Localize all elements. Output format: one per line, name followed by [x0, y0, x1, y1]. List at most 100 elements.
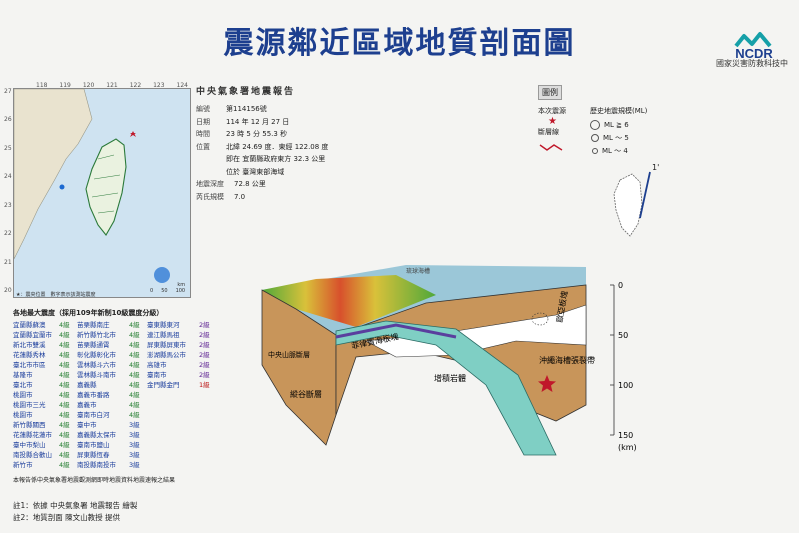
station-intensity: 4級	[129, 411, 140, 419]
station-name: 苗栗縣南庄	[77, 321, 110, 329]
station-intensity: 4級	[59, 371, 70, 379]
station-intensity: 4級	[129, 351, 140, 359]
station-intensity: 4級	[129, 401, 140, 409]
station-name: 花蓮縣秀林	[13, 351, 46, 359]
station-intensity: 2級	[199, 341, 210, 349]
station-name: 桃園市	[13, 411, 33, 419]
station-intensity: 4級	[59, 461, 70, 469]
station-intensity: 4級	[59, 431, 70, 439]
station-intensity: 1級	[199, 381, 210, 389]
epicenter-star-icon	[130, 131, 136, 137]
station-intensity	[199, 411, 213, 420]
depth-tick: 50	[618, 331, 628, 340]
label-ryukyu: 琉球海槽	[406, 267, 430, 275]
station-intensity: 3級	[129, 431, 140, 439]
philippine-sea-slab	[335, 320, 557, 456]
depth-unit: (km)	[618, 443, 637, 452]
station-name: 屏東縣恆春	[77, 451, 110, 459]
station-intensity	[199, 441, 213, 450]
map-svg	[13, 88, 170, 283]
station-intensity: 4級	[59, 321, 70, 329]
footnote-1: 註1：依據 中央氣象署 地震報告 繪製	[13, 501, 138, 510]
legend-heading: 圖例	[538, 85, 562, 100]
legend-fault-label: 斷層線	[538, 128, 559, 136]
legend-history-item: ML ≧ 6	[590, 120, 647, 130]
station-intensity	[199, 401, 213, 410]
station-intensity: 4級	[129, 361, 140, 369]
station-intensity: 4級	[59, 411, 70, 419]
report-row: 即在 宜蘭縣政府東方 32.3 公里	[226, 155, 326, 163]
report-row: 編號第114156號	[196, 105, 267, 113]
label-okinawa: 沖繩海槽張裂帶	[539, 355, 595, 365]
intensity-note: 本報告係中央氣象署地震觀測網即時地震資料地震速報之結果	[13, 477, 176, 484]
station-name: 新竹縣關西	[13, 421, 46, 429]
station-name: 基隆市	[13, 371, 33, 379]
legend-history-item: ML ～ 5	[590, 133, 647, 143]
station-name	[147, 411, 199, 420]
legend-epicenter-label: 本次震源	[538, 107, 566, 115]
station-name: 桃園市	[13, 391, 33, 399]
station-name: 澎湖縣馬公市	[147, 351, 186, 359]
scale-circle	[154, 267, 170, 283]
station-name: 連江縣馬祖	[147, 331, 180, 339]
station-intensity: 4級	[59, 331, 70, 339]
mainland-china-shape	[13, 88, 93, 260]
diagram-legend: 圖例 本次震源 ★ 斷層線 歷史地震規模(ML) ML ≧ 6 ML ～ 5 M…	[538, 80, 668, 156]
station-intensity: 4級	[129, 381, 140, 389]
scale-unit: km	[177, 282, 186, 288]
station-intensity	[199, 451, 213, 460]
station-name: 金門縣金門	[147, 381, 180, 389]
depth-tick: 0	[618, 281, 623, 290]
station-intensity: 4級	[59, 341, 70, 349]
inset-taiwan-map: 1'	[613, 163, 659, 237]
footnotes: 註1：依據 中央氣象署 地震報告 繪製 註2：地質剖面 陳文山教授 提供	[13, 500, 137, 524]
map-legend: ★：震央位置 數字表示該測站震度	[16, 292, 96, 298]
station-intensity: 4級	[59, 451, 70, 459]
circle-medium-icon	[591, 134, 599, 142]
station-intensity: 4級	[59, 421, 70, 429]
station-intensity: 4級	[59, 401, 70, 409]
geologic-cross-section: 0 50 100 150 (km) 琉球海槽 菲律賓海板塊 歐亞板塊 沖繩海槽張…	[261, 265, 637, 456]
island-marker	[59, 184, 65, 190]
station-name: 雲林縣斗南市	[77, 371, 116, 379]
station-name: 新北市雙溪	[13, 341, 46, 349]
station-intensity: 2級	[199, 331, 210, 339]
station-name: 南投縣南投市	[77, 461, 116, 469]
station-name: 臺中市	[77, 421, 97, 429]
station-name: 苗栗縣通霄	[77, 341, 110, 349]
station-name	[147, 401, 199, 410]
station-intensity: 4級	[59, 441, 70, 449]
station-name: 臺北市	[13, 381, 33, 389]
station-intensity	[199, 391, 213, 400]
page-title: 震源鄰近區域地質剖面圖	[223, 26, 576, 61]
station-name: 嘉義縣	[77, 381, 97, 389]
station-name: 臺東縣東河	[147, 321, 180, 329]
footnote-2: 註2：地質剖面 陳文山教授 提供	[13, 513, 121, 522]
report-row: 位於 臺灣東部海域	[226, 167, 285, 176]
station-name: 臺南市鹽山	[77, 441, 110, 449]
oceanic-crust-line	[335, 323, 457, 339]
crust-block	[261, 289, 337, 446]
label-central-range-fault: 中央山脈斷層	[268, 350, 310, 359]
station-name: 屏東縣屏東市	[147, 341, 186, 349]
depth-tick: 150	[618, 431, 633, 440]
station-intensity: 4級	[129, 341, 140, 349]
station-name: 花蓮縣花蓮市	[13, 431, 52, 439]
report-row: 位置北緯 24.69 度．東經 122.08 度	[196, 142, 329, 151]
station-name	[147, 431, 199, 440]
station-intensity: 2級	[199, 321, 210, 329]
station-intensity: 4級	[129, 391, 140, 399]
station-intensity	[199, 421, 213, 430]
star-icon: ★	[548, 116, 557, 127]
station-intensity: 4級	[129, 331, 140, 339]
station-intensity: 3級	[129, 441, 140, 449]
station-name: 南投縣合歡山	[13, 451, 52, 459]
station-intensity	[199, 461, 213, 470]
station-name	[147, 441, 199, 450]
inset-label: 1'	[652, 163, 659, 172]
epicenter-circle	[531, 312, 549, 326]
circle-large-icon	[590, 120, 600, 130]
